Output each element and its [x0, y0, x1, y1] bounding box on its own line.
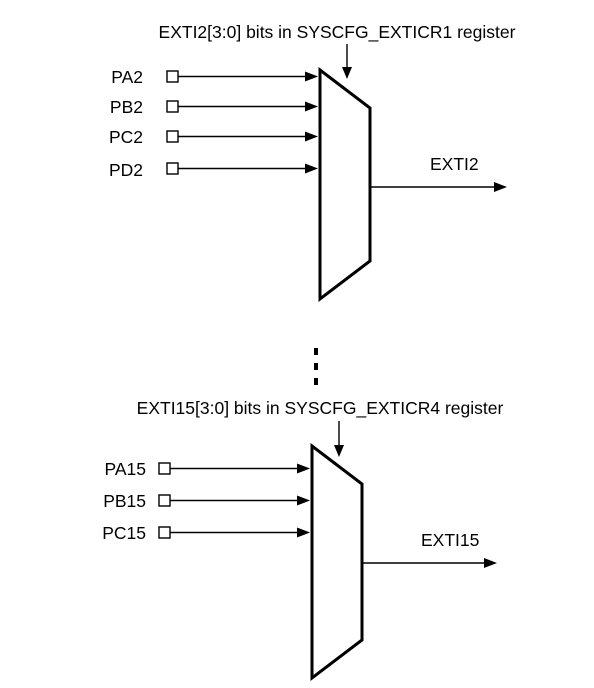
mux2-input-pc15: PC15: [102, 523, 310, 543]
mux-exti15-group: EXTI15[3:0] bits in SYSCFG_EXTICR4 regis…: [102, 398, 504, 682]
mux2-input-label: PC15: [102, 523, 146, 543]
mux1-input-label: PA2: [111, 67, 143, 87]
mux1-input-label: PC2: [109, 127, 143, 147]
input-pin-square: [166, 162, 179, 175]
mux1-input-pd2: PD2: [109, 160, 318, 180]
input-arrow-head: [297, 463, 310, 474]
input-arrow-head: [305, 71, 318, 82]
mux2-input-pa15: PA15: [104, 459, 310, 479]
mux2-output-arrow-head: [484, 558, 497, 568]
mux-exti2-group: EXTI2[3:0] bits in SYSCFG_EXTICR1 regist…: [109, 22, 516, 303]
mux1-body: [318, 66, 372, 303]
input-arrow-head: [297, 495, 310, 506]
mux2-input-label: PA15: [104, 459, 146, 479]
mux2-input-pb15: PB15: [103, 491, 310, 511]
mux1-select-label: EXTI2[3:0] bits in SYSCFG_EXTICR1 regist…: [159, 22, 516, 43]
mux1-input-label: PB2: [110, 97, 143, 117]
mux1-output-label: EXTI2: [430, 154, 479, 174]
mux1-input-pc2: PC2: [109, 127, 318, 147]
mux1-output-arrow-head: [494, 182, 507, 192]
input-pin-square: [158, 494, 171, 507]
ellipsis-dot: [314, 348, 318, 355]
vertical-ellipsis: [314, 348, 318, 385]
mux2-select-label: EXTI15[3:0] bits in SYSCFG_EXTICR4 regis…: [137, 398, 504, 419]
input-arrow-head: [297, 527, 310, 538]
input-pin-square: [158, 526, 171, 539]
mux2-body: [310, 442, 364, 682]
mux1-input-pb2: PB2: [110, 97, 318, 117]
input-pin-square: [166, 130, 179, 143]
input-arrow-head: [305, 101, 318, 112]
mux1-input-pa2: PA2: [111, 67, 318, 87]
mux2-output-label: EXTI15: [421, 530, 479, 550]
mux1-select-arrow-head: [342, 67, 352, 79]
mux2-select-arrow-head: [334, 445, 344, 457]
ellipsis-dot: [314, 363, 318, 370]
input-pin-square: [166, 70, 179, 83]
input-arrow-head: [305, 163, 318, 174]
input-arrow-head: [305, 131, 318, 142]
ellipsis-dot: [314, 378, 318, 385]
input-pin-square: [166, 100, 179, 113]
input-pin-square: [158, 462, 171, 475]
mux1-input-label: PD2: [109, 160, 143, 180]
mux2-input-label: PB15: [103, 491, 146, 511]
